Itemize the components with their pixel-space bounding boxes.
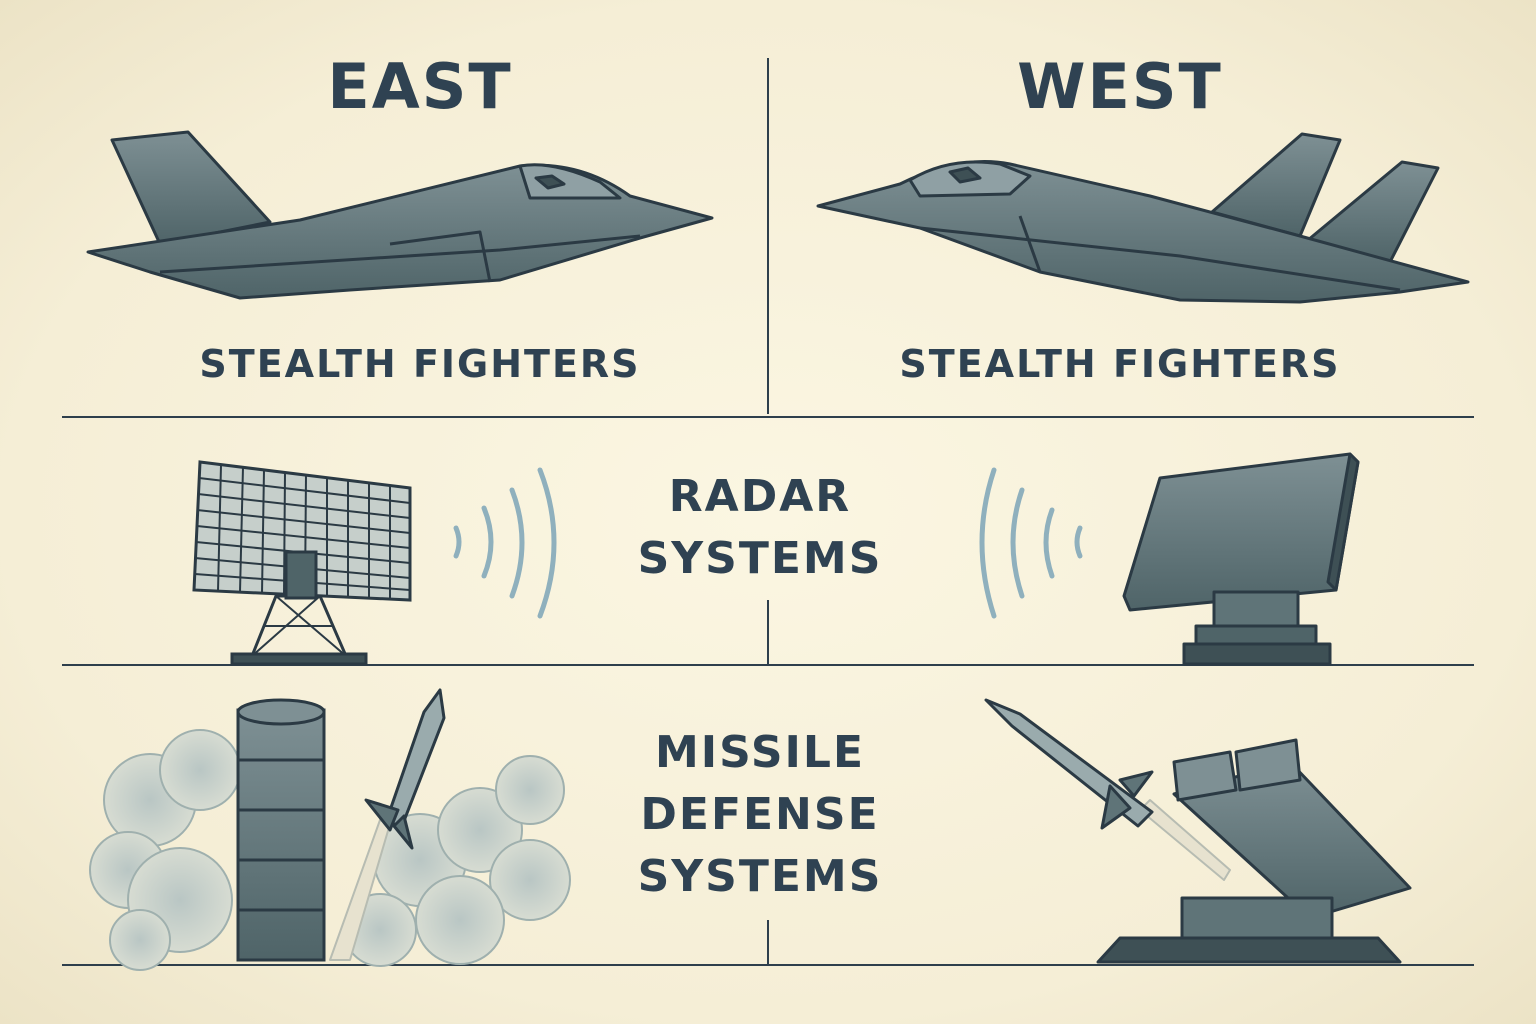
west-missile-launcher-icon (1096, 738, 1412, 964)
west-radar-signal-icon (979, 467, 1083, 619)
east-missile-icon (329, 688, 446, 961)
missile-label-line3: SYSTEMS (637, 851, 883, 902)
east-radar-signal-icon (453, 467, 557, 619)
east-radar-antenna-icon (192, 460, 412, 666)
row-divider-2 (62, 664, 1474, 666)
east-stealth-fighter-icon (86, 130, 714, 300)
missile-defense-label: MISSILE DEFENSE SYSTEMS (590, 722, 930, 908)
east-missile-tower-icon (236, 698, 326, 962)
missile-label-line2: DEFENSE (640, 789, 880, 840)
west-radar-panel-icon (1122, 452, 1360, 666)
east-fighters-label: STEALTH FIGHTERS (199, 342, 641, 386)
row-divider-3 (62, 964, 1474, 966)
column-divider-bottom (767, 920, 769, 964)
radar-systems-label: RADAR SYSTEMS (590, 466, 930, 590)
radar-label-line1: RADAR (668, 471, 852, 522)
west-title: WEST (1017, 50, 1223, 123)
radar-label-line2: SYSTEMS (637, 533, 883, 584)
east-title: EAST (327, 50, 513, 123)
column-divider-top (767, 58, 769, 414)
west-fighters-label: STEALTH FIGHTERS (899, 342, 1341, 386)
row-divider-1 (62, 416, 1474, 418)
west-stealth-fighter-icon (816, 132, 1470, 304)
west-missile-icon (984, 698, 1231, 881)
east-launch-smoke-icon (89, 729, 571, 971)
column-divider-middle (767, 600, 769, 664)
missile-label-line1: MISSILE (654, 727, 866, 778)
